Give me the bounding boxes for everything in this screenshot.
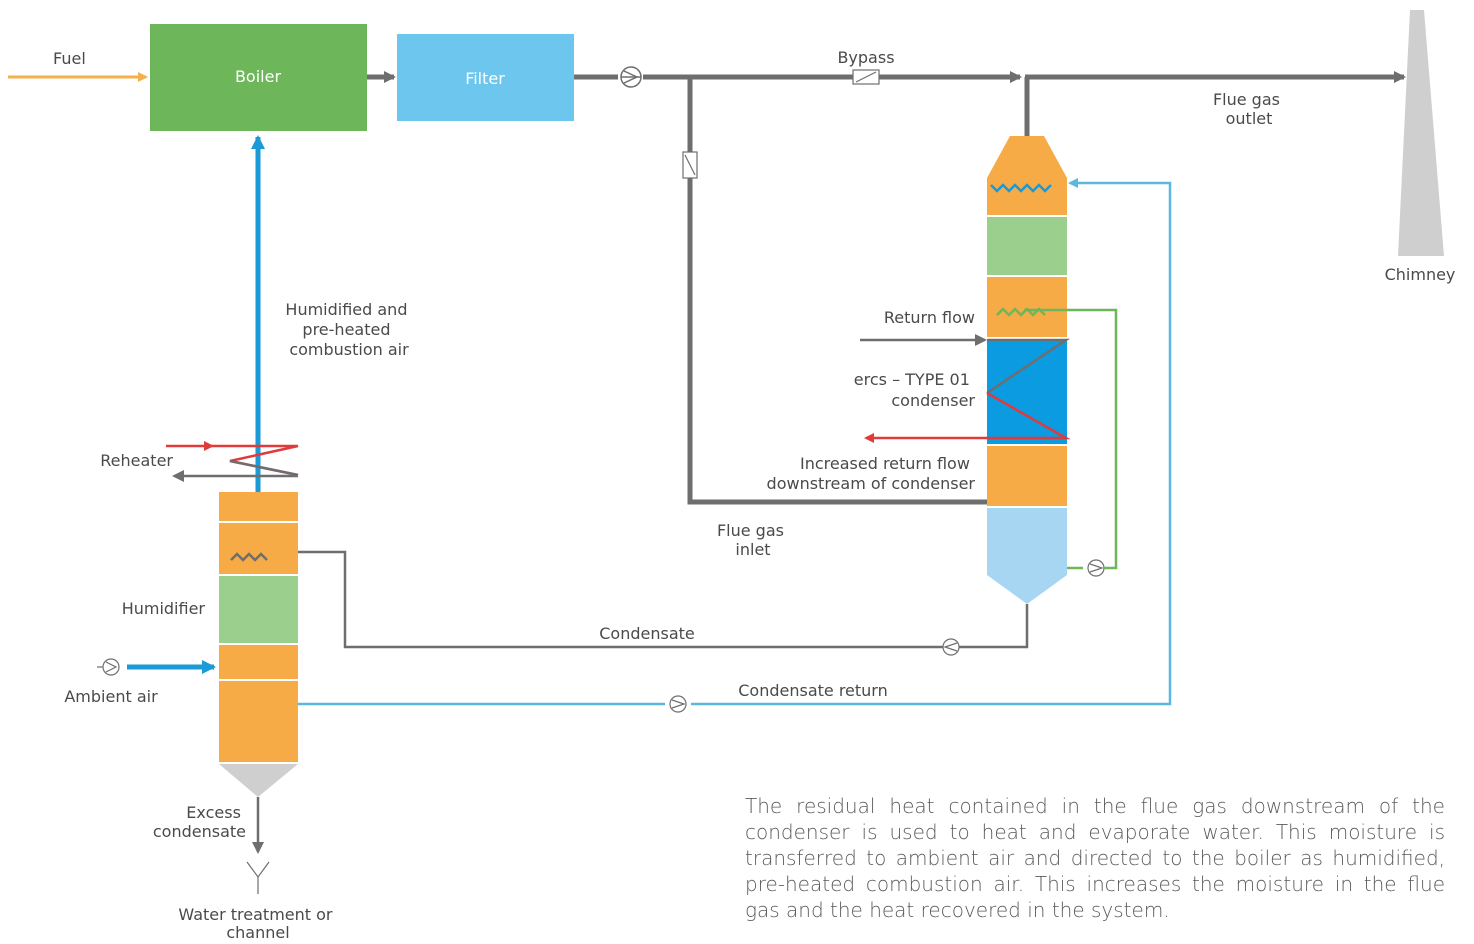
humidifier-label: Humidifier [122,599,206,618]
condenser-inlet-section [987,446,1067,506]
humidifier-air-inlet-section [219,645,298,679]
circulation-riser [1024,308,1118,570]
humidifier-spray-section [219,523,298,574]
chimney [1398,10,1444,256]
boiler-box [150,24,367,131]
flue-gas-inlet-label: Flue gas inlet [717,521,789,559]
water-treatment-label: Water treatment or channel [178,905,337,942]
fan-icon [97,658,120,676]
condenser-coil-hot [864,391,1071,443]
condensate-pipe-to-humidifier [230,550,943,649]
excess-condensate-label: Excess condensate [153,803,246,841]
increased-return-flow-label: Increased return flow downstream of cond… [767,454,976,493]
condenser-packing-upper [987,217,1067,275]
humidifier-bottom-cone [219,764,298,797]
condenser-spray-section [987,277,1067,337]
humidified-air-label: Humidified and pre-heated combustion air [285,300,412,359]
condenser-heat-exchanger [987,339,1067,444]
condensate-return-riser [691,178,1172,706]
spray-nozzle-icon [990,183,1052,193]
condensate-pipe [959,604,1029,649]
reheater-coil [212,444,299,477]
fan-icon [620,66,642,88]
pump-icon [942,638,960,656]
bypass-label: Bypass [837,48,894,67]
condenser-top-cone [987,136,1067,178]
condenser-bottom-cone [987,575,1067,604]
drain-funnel-icon [246,861,270,894]
flue-gas-outlet-label: Flue gas outlet [1213,90,1285,128]
ambient-air-label: Ambient air [64,687,158,706]
condenser-coil [986,338,1071,395]
humidifier-sump [219,681,298,762]
condenser-sump [987,508,1067,575]
condensate-return-label: Condensate return [738,681,888,700]
fuel-label: Fuel [53,49,86,68]
humidifier-top-section [219,492,298,521]
reheater-coil-return [229,459,299,477]
condensate-label: Condensate [599,624,695,643]
reheater-label: Reheater [100,451,173,470]
spray-nozzle-icon [230,552,268,562]
damper-icon [682,151,698,179]
description-paragraph: The residual heat contained in the flue … [745,794,1445,922]
filter-box [397,34,574,121]
pump-icon [669,695,687,713]
filter-label: Filter [465,69,505,88]
pump-icon [1087,559,1105,577]
humidifier-packing [219,576,298,643]
chimney-label: Chimney [1385,265,1456,284]
condenser-label: ercs – TYPE 01 condenser [854,370,976,410]
damper-icon [852,69,880,85]
boiler-label: Boiler [235,67,282,86]
return-flow-label: Return flow [884,308,975,327]
